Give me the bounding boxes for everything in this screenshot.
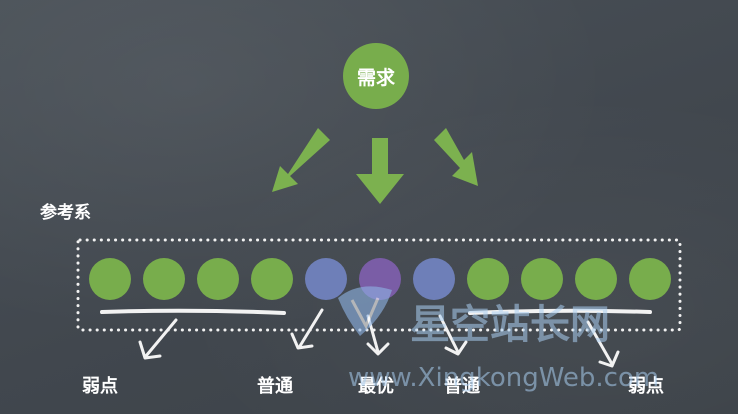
label-optimal: 最优 bbox=[358, 375, 394, 397]
reference-label: 参考系 bbox=[40, 202, 91, 223]
option-circle-green bbox=[575, 258, 617, 300]
chalk-arrow-normal-right-icon bbox=[438, 314, 468, 356]
option-circle-green bbox=[629, 258, 671, 300]
demand-label: 需求 bbox=[357, 66, 396, 89]
option-circle-green bbox=[197, 258, 239, 300]
watermark-url: www.XingkongWeb.com bbox=[348, 363, 659, 393]
weak-right-underline bbox=[468, 308, 652, 315]
chalk-arrow-normal-left-icon bbox=[290, 308, 324, 350]
option-circles bbox=[89, 258, 671, 300]
option-circle-green bbox=[467, 258, 509, 300]
arrow-right-icon bbox=[434, 128, 478, 186]
demand-circle bbox=[343, 43, 409, 109]
chalk-arrow-weak-right-icon bbox=[586, 320, 620, 368]
arrow-left-icon bbox=[272, 128, 330, 192]
reference-frame bbox=[76, 238, 682, 332]
label-weak-left: 弱点 bbox=[82, 375, 118, 397]
option-circle-blue bbox=[305, 258, 347, 300]
option-circle-green bbox=[251, 258, 293, 300]
chalk-arrow-weak-left-icon bbox=[138, 318, 178, 360]
label-normal-right: 普通 bbox=[444, 375, 480, 397]
option-circle-green bbox=[89, 258, 131, 300]
option-circle-green bbox=[143, 258, 185, 300]
arrow-down-icon bbox=[356, 138, 404, 204]
watermark-logo-icon bbox=[338, 286, 392, 336]
watermark-cn: 星空站长网 bbox=[410, 302, 610, 348]
label-normal-left: 普通 bbox=[257, 375, 293, 397]
weak-left-underline bbox=[100, 308, 286, 315]
option-circle-green bbox=[521, 258, 563, 300]
option-circle-blue bbox=[413, 258, 455, 300]
label-weak-right: 弱点 bbox=[628, 375, 664, 397]
